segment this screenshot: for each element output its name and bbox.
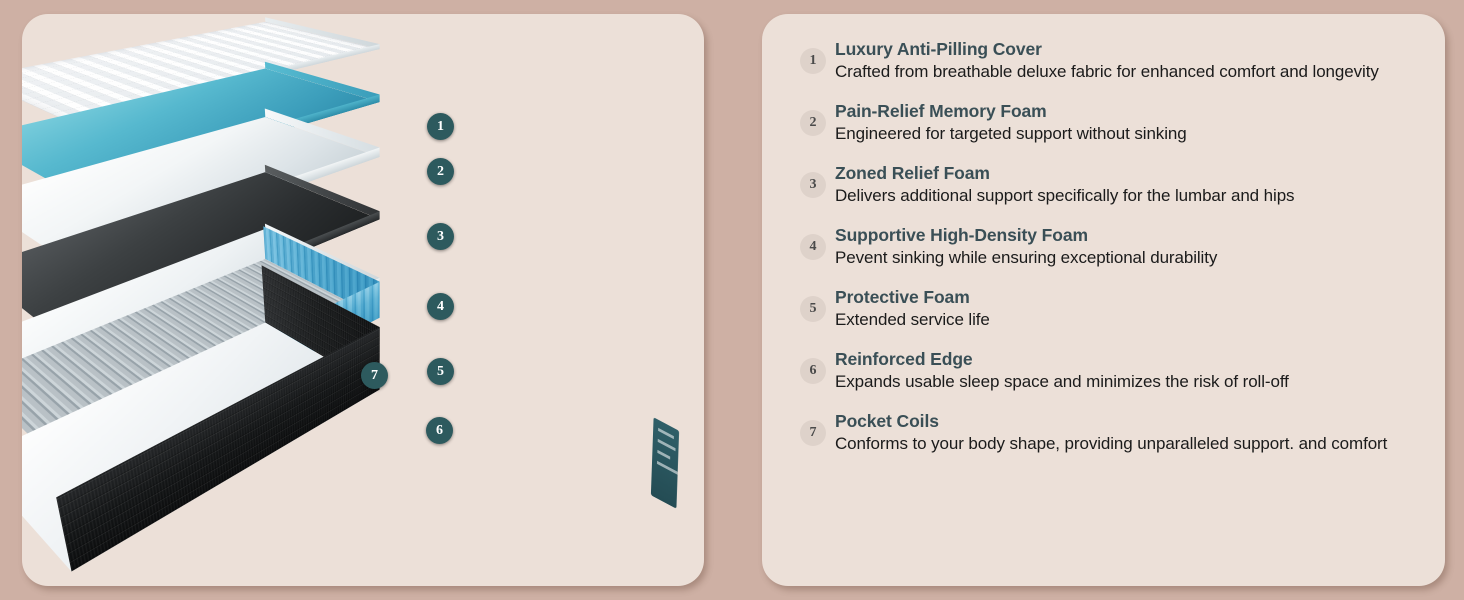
feature-text-1: Luxury Anti-Pilling Cover Crafted from b…: [835, 38, 1417, 84]
feature-title-1: Luxury Anti-Pilling Cover: [835, 38, 1417, 60]
feature-number-badge-7: 7: [800, 420, 826, 446]
feature-description-2: Engineered for targeted support without …: [835, 123, 1417, 146]
feature-title-5: Protective Foam: [835, 286, 1417, 308]
diagram-marker-7[interactable]: 7: [361, 362, 388, 389]
feature-title-4: Supportive High-Density Foam: [835, 224, 1417, 246]
feature-item-4: 4 Supportive High-Density Foam Pevent si…: [800, 224, 1417, 270]
feature-title-3: Zoned Relief Foam: [835, 162, 1417, 184]
feature-description-6: Expands usable sleep space and minimizes…: [835, 371, 1417, 394]
feature-list-panel: 1 Luxury Anti-Pilling Cover Crafted from…: [762, 14, 1445, 586]
diagram-marker-4[interactable]: 4: [427, 293, 454, 320]
feature-title-6: Reinforced Edge: [835, 348, 1417, 370]
mattress-diagram-panel: 1 2 3 4 5 6 7: [22, 14, 704, 586]
feature-number-badge-5: 5: [800, 296, 826, 322]
feature-item-2: 2 Pain-Relief Memory Foam Engineered for…: [800, 100, 1417, 146]
feature-item-1: 1 Luxury Anti-Pilling Cover Crafted from…: [800, 38, 1417, 84]
feature-number-badge-2: 2: [800, 110, 826, 136]
diagram-scene: [22, 14, 704, 586]
feature-text-3: Zoned Relief Foam Delivers additional su…: [835, 162, 1417, 208]
diagram-marker-1[interactable]: 1: [427, 113, 454, 140]
feature-item-5: 5 Protective Foam Extended service life: [800, 286, 1417, 332]
feature-number-badge-1: 1: [800, 48, 826, 74]
feature-title-7: Pocket Coils: [835, 410, 1417, 432]
feature-description-3: Delivers additional support specifically…: [835, 185, 1417, 208]
feature-text-6: Reinforced Edge Expands usable sleep spa…: [835, 348, 1417, 394]
feature-number-badge-4: 4: [800, 234, 826, 260]
feature-text-2: Pain-Relief Memory Foam Engineered for t…: [835, 100, 1417, 146]
feature-text-5: Protective Foam Extended service life: [835, 286, 1417, 332]
feature-title-2: Pain-Relief Memory Foam: [835, 100, 1417, 122]
diagram-marker-2[interactable]: 2: [427, 158, 454, 185]
feature-number-badge-6: 6: [800, 358, 826, 384]
feature-number-badge-3: 3: [800, 172, 826, 198]
feature-text-7: Pocket Coils Conforms to your body shape…: [835, 410, 1417, 456]
diagram-marker-5[interactable]: 5: [427, 358, 454, 385]
feature-list: 1 Luxury Anti-Pilling Cover Crafted from…: [762, 14, 1445, 586]
exploded-mattress-diagram: 1 2 3 4 5 6 7: [22, 14, 704, 586]
feature-description-4: Pevent sinking while ensuring exceptiona…: [835, 247, 1417, 270]
brand-label-tag: [651, 417, 679, 509]
feature-item-7: 7 Pocket Coils Conforms to your body sha…: [800, 410, 1417, 456]
diagram-marker-3[interactable]: 3: [427, 223, 454, 250]
feature-description-7: Conforms to your body shape, providing u…: [835, 433, 1417, 456]
feature-text-4: Supportive High-Density Foam Pevent sink…: [835, 224, 1417, 270]
feature-description-5: Extended service life: [835, 309, 1417, 332]
feature-item-3: 3 Zoned Relief Foam Delivers additional …: [800, 162, 1417, 208]
feature-description-1: Crafted from breathable deluxe fabric fo…: [835, 61, 1417, 84]
diagram-marker-6[interactable]: 6: [426, 417, 453, 444]
feature-item-6: 6 Reinforced Edge Expands usable sleep s…: [800, 348, 1417, 394]
